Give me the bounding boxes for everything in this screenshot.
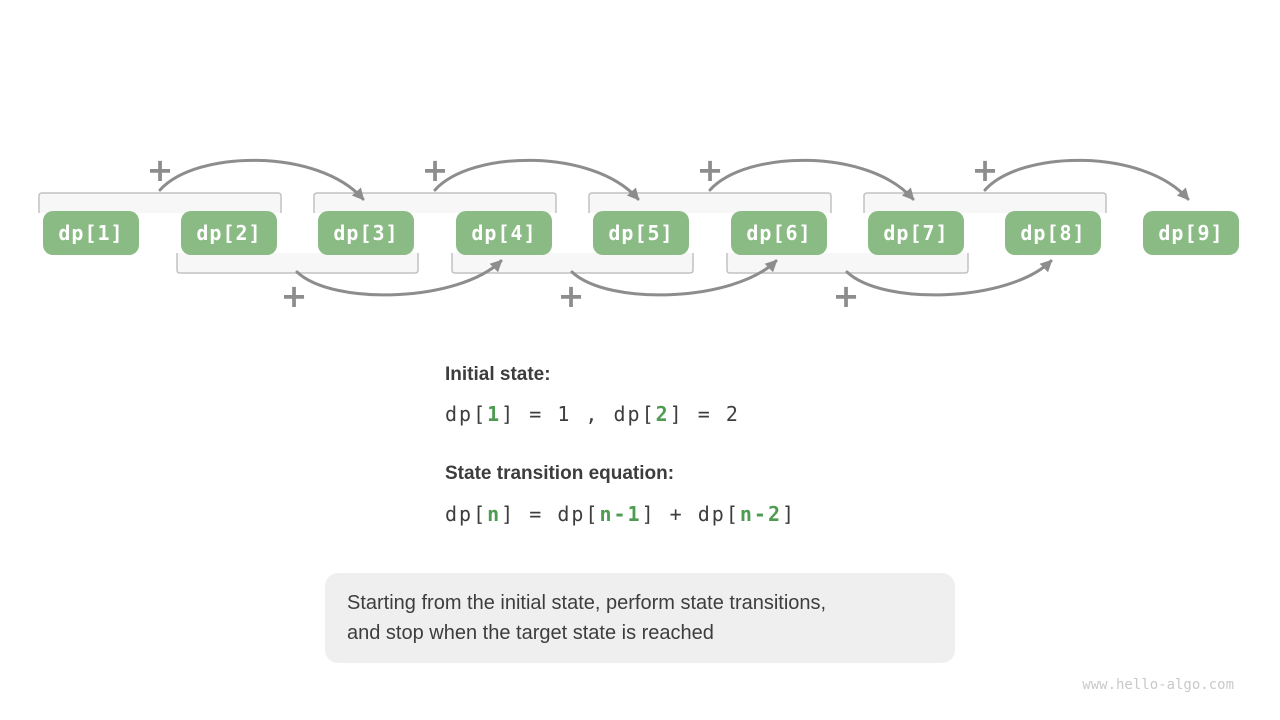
group-bracket-bottom-1 <box>176 253 419 274</box>
note-line-1: Starting from the initial state, perform… <box>347 592 827 614</box>
plus-operator-bottom-2: + <box>557 277 585 315</box>
plus-operator-top-4: + <box>971 151 999 189</box>
transition-arrow-top-1 <box>158 158 365 201</box>
dp-cell-2: dp[2] <box>181 211 277 255</box>
equation-token: ] <box>782 502 797 526</box>
plus-operator-bottom-3: + <box>832 277 860 315</box>
plus-operator-top-3: + <box>696 151 724 189</box>
plus-operator-top-2: + <box>421 151 449 189</box>
transition-arrow-top-3 <box>708 158 915 201</box>
group-bracket-top-4 <box>863 192 1107 213</box>
dp-cell-5: dp[5] <box>593 211 689 255</box>
state-transition-equation: dp[n] = dp[n-1] + dp[n-2] <box>445 501 796 527</box>
dp-cell-4: dp[4] <box>456 211 552 255</box>
equation-token-highlight: n-1 <box>599 502 642 526</box>
dp-cell-9: dp[9] <box>1143 211 1239 255</box>
equation-token: dp[ <box>445 502 488 526</box>
dp-cell-8: dp[8] <box>1005 211 1101 255</box>
dp-cell-1: dp[1] <box>43 211 139 255</box>
plus-operator-bottom-1: + <box>280 277 308 315</box>
group-bracket-top-2 <box>313 192 557 213</box>
initial-state-equation: dp[1] = 1 , dp[2] = 2 <box>445 401 740 427</box>
equation-token-highlight: 2 <box>655 402 670 426</box>
dp-cell-7: dp[7] <box>868 211 964 255</box>
equation-token: ] + dp[ <box>641 502 740 526</box>
dp-cell-3: dp[3] <box>318 211 414 255</box>
note-box: Starting from the initial state, perform… <box>325 573 955 663</box>
transition-arrow-top-4 <box>983 158 1190 201</box>
transition-arrow-bottom-2 <box>570 259 778 297</box>
group-bracket-top-1 <box>38 192 282 213</box>
group-bracket-top-3 <box>588 192 832 213</box>
state-transition-heading: State transition equation: <box>445 463 675 484</box>
plus-operator-top-1: + <box>146 151 174 189</box>
watermark: www.hello-algo.com <box>1082 677 1234 693</box>
equation-token: ] = dp[ <box>501 502 600 526</box>
equation-token: dp[ <box>445 402 488 426</box>
initial-state-heading: Initial state: <box>445 364 551 385</box>
note-line-2: and stop when the target state is reache… <box>347 622 714 644</box>
equation-token-highlight: n <box>487 502 502 526</box>
transition-arrow-top-2 <box>433 158 640 201</box>
equation-token-highlight: n-2 <box>739 502 783 526</box>
equation-token: ] = 1 , dp[ <box>501 402 656 426</box>
dp-cell-6: dp[6] <box>731 211 827 255</box>
equation-token-highlight: 1 <box>487 402 502 426</box>
transition-arrow-bottom-3 <box>845 259 1053 297</box>
transition-arrow-bottom-1 <box>295 259 503 297</box>
equation-token: ] = 2 <box>669 402 740 426</box>
diagram-links-layer <box>38 158 1190 297</box>
